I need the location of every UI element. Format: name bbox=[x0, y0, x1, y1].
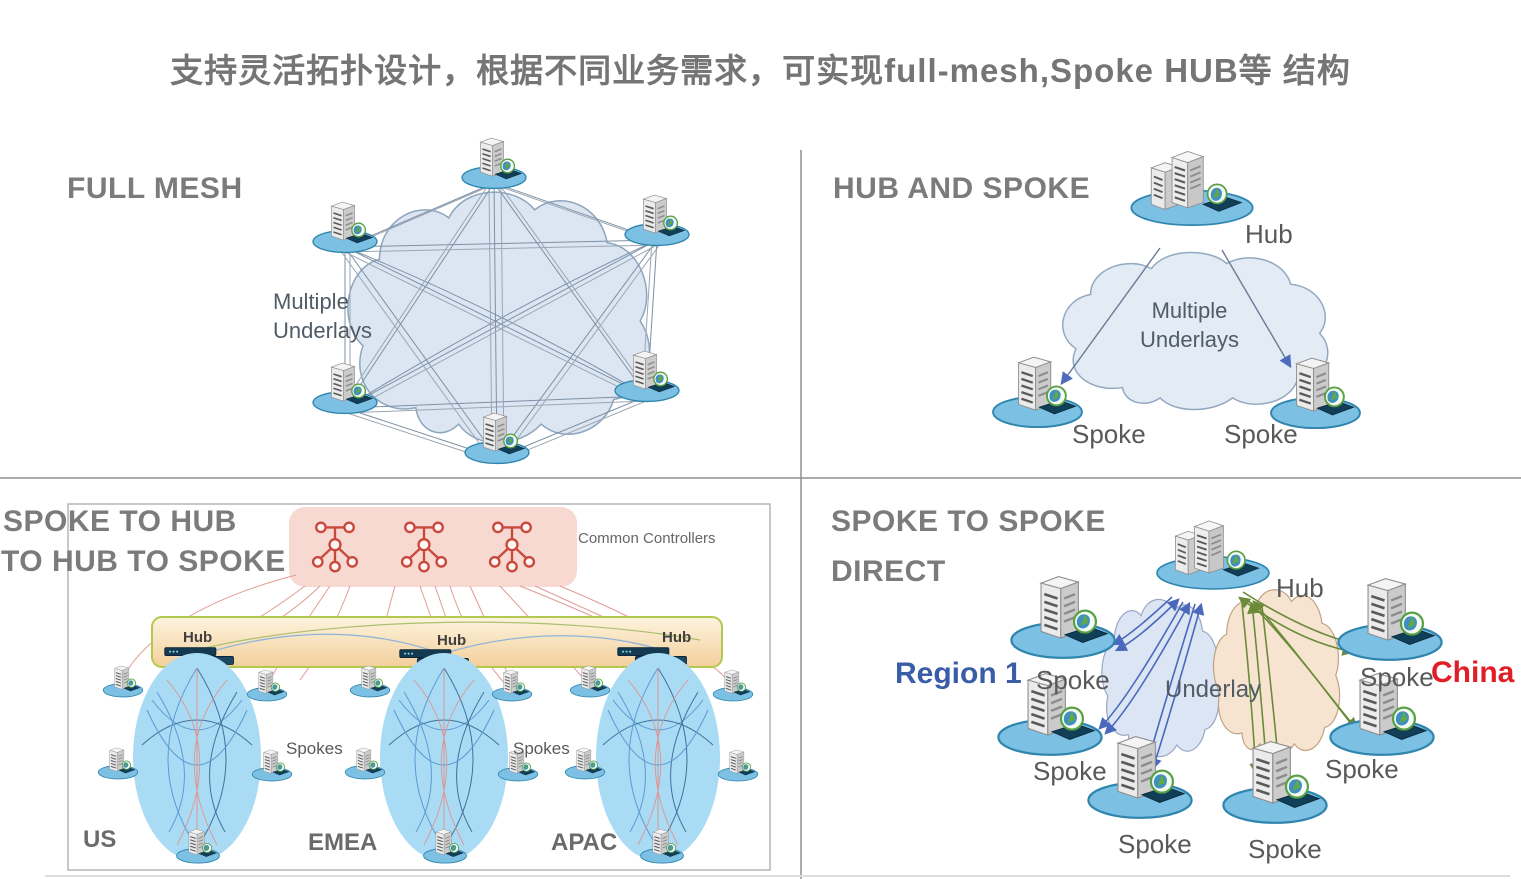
hub-node bbox=[1155, 519, 1271, 591]
spoke-node bbox=[1010, 575, 1116, 660]
spoke-hub-hub-spoke-diagram bbox=[67, 503, 771, 871]
spoke-label: Spoke bbox=[1248, 834, 1322, 864]
spoke-to-spoke-diagram bbox=[997, 519, 1443, 825]
common-controllers-label: Common Controllers bbox=[578, 530, 716, 547]
underlay-label: Underlay bbox=[1165, 676, 1262, 703]
hub-mini-label: Hub bbox=[183, 629, 213, 646]
hub-mini-label: Hub bbox=[437, 632, 467, 649]
spokes-label: Spokes bbox=[286, 739, 343, 758]
hub-mini-label: Hub bbox=[662, 629, 692, 646]
hub-node bbox=[1130, 150, 1254, 227]
spoke-label: Spoke bbox=[1325, 754, 1399, 784]
full-mesh-node bbox=[312, 201, 378, 254]
spoke-label: Spoke bbox=[1118, 829, 1192, 859]
blue-arrows bbox=[1098, 596, 1205, 771]
spoke-hub-title-line1: SPOKE TO HUB bbox=[3, 505, 237, 538]
full-mesh-title: FULL MESH bbox=[67, 172, 243, 205]
spoke-label: Spoke bbox=[1072, 419, 1146, 449]
spokes-label: Spokes bbox=[513, 739, 570, 758]
region-label-us: US bbox=[83, 826, 117, 853]
region-label-apac: APAC bbox=[551, 829, 618, 856]
full-mesh-node bbox=[624, 194, 690, 247]
spoke-to-spoke-title-line1: SPOKE TO SPOKE bbox=[831, 505, 1106, 538]
spoke-node bbox=[1222, 740, 1328, 825]
hub-and-spoke-diagram bbox=[991, 150, 1362, 430]
spoke-to-spoke-title-line2: DIRECT bbox=[831, 555, 946, 588]
underlay-cloud-tan bbox=[1212, 588, 1341, 757]
region-label-emea: EMEA bbox=[308, 829, 378, 856]
spoke-label: Spoke bbox=[1033, 756, 1107, 786]
spoke-node bbox=[1337, 577, 1443, 662]
spoke-label: Spoke bbox=[1036, 665, 1110, 695]
hub-label: Hub bbox=[1276, 573, 1324, 603]
hub-spoke-cloud-label: Multiple Underlays bbox=[1139, 298, 1240, 353]
spoke-hub-title-line2: TO HUB TO SPOKE bbox=[1, 545, 286, 578]
page-title: 支持灵活拓扑设计，根据不同业务需求，可实现full-mesh,Spoke HUB… bbox=[170, 52, 1351, 89]
hub-interconnects bbox=[204, 621, 701, 655]
full-mesh-cloud-label: Multiple Underlays bbox=[273, 289, 373, 344]
hub-and-spoke-title: HUB AND SPOKE bbox=[833, 172, 1091, 205]
hub-label: Hub bbox=[1245, 219, 1293, 249]
full-mesh-node bbox=[461, 137, 527, 190]
full-mesh-diagram bbox=[312, 137, 690, 465]
hub-spoke-arrows bbox=[1060, 247, 1292, 386]
china-label: China bbox=[1431, 656, 1515, 689]
spoke-label: Spoke bbox=[1360, 662, 1434, 692]
region1-label: Region 1 bbox=[895, 657, 1022, 690]
spoke-node bbox=[991, 355, 1084, 429]
spoke-label: Spoke bbox=[1224, 419, 1298, 449]
quadrant-dividers bbox=[0, 150, 1521, 879]
region-curves bbox=[141, 667, 714, 849]
